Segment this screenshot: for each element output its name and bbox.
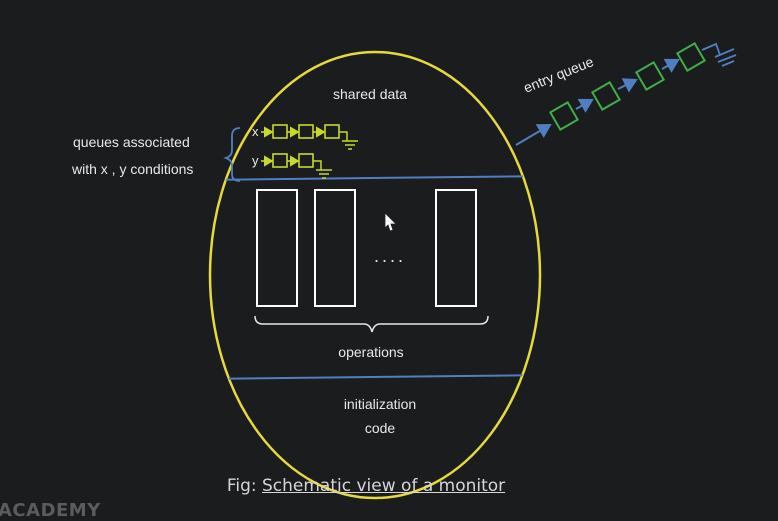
shared-data-label: shared data	[333, 86, 407, 102]
operation-box	[314, 189, 356, 307]
x-label: x	[252, 124, 259, 139]
ground-terminator-icon	[701, 42, 737, 67]
entry-queue: entry queue	[515, 41, 737, 146]
init-label-line2: code	[365, 420, 396, 436]
ground-terminator-icon	[339, 131, 358, 150]
queues-label-line2: with x , y conditions	[71, 161, 193, 177]
operation-box	[256, 189, 298, 307]
y-condition-queue: y	[252, 153, 332, 179]
operations-brace	[254, 315, 489, 333]
caption-title: Schematic view of a monitor	[262, 476, 506, 496]
init-label-line1: initialization	[344, 396, 416, 412]
caption-prefix: Fig:	[226, 476, 262, 496]
queues-label-line1: queues associated	[73, 134, 190, 150]
entry-queue-label: entry queue	[521, 53, 596, 96]
operations-ellipsis: ....	[374, 246, 406, 266]
academy-watermark: ACADEMY	[0, 500, 101, 521]
ground-terminator-icon	[313, 160, 332, 179]
monitor-ellipse	[208, 50, 542, 500]
shared-data-divider	[210, 175, 540, 181]
operation-box	[435, 189, 477, 307]
x-condition-queue: x	[252, 124, 358, 150]
y-label: y	[252, 153, 259, 168]
brace-icon	[223, 127, 241, 182]
mouse-cursor-icon	[384, 212, 397, 232]
init-code-divider	[210, 374, 540, 380]
operations-label: operations	[338, 344, 403, 360]
figure-caption: Fig: Schematic view of a monitor	[0, 476, 732, 496]
